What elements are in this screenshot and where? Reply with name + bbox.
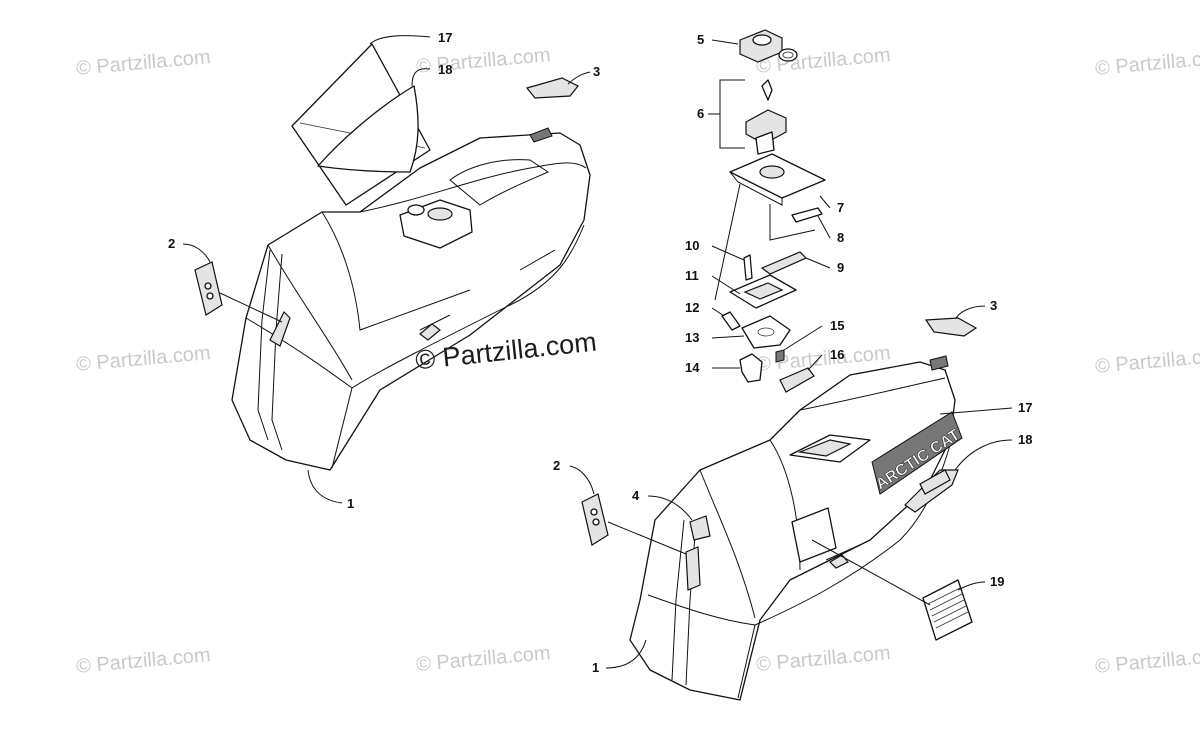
part-8-clip <box>791 207 823 223</box>
callout-17-bottom: 17 <box>1018 400 1032 415</box>
callout-8: 8 <box>837 230 844 245</box>
saddlebag-body-bottom <box>629 361 956 701</box>
callout-14: 14 <box>685 360 700 375</box>
part-12-spring <box>721 311 741 331</box>
callout-2-top: 2 <box>168 236 175 251</box>
part-2-bottom <box>581 493 609 546</box>
saddlebag-right-bottom: ARCTIC CAT <box>629 355 964 701</box>
decal-19 <box>922 579 973 641</box>
callout-12: 12 <box>685 300 699 315</box>
callout-7: 7 <box>837 200 844 215</box>
callout-2-bottom: 2 <box>553 458 560 473</box>
callout-10: 10 <box>685 238 699 253</box>
callout-1-bottom: 1 <box>592 660 599 675</box>
part-4 <box>689 515 711 541</box>
part-2-top <box>194 261 223 316</box>
part-15-screw <box>775 349 785 363</box>
callout-5: 5 <box>697 32 704 47</box>
lock-assembly <box>714 29 826 393</box>
callout-15: 15 <box>830 318 844 333</box>
part-10-pin <box>743 254 753 281</box>
part-13-gasket <box>741 315 791 349</box>
part-3-bottom <box>924 317 978 337</box>
callout-19: 19 <box>990 574 1004 589</box>
part-9-bracket <box>760 251 808 275</box>
callout-3-bottom: 3 <box>990 298 997 313</box>
callout-4: 4 <box>632 488 640 503</box>
callout-9: 9 <box>837 260 844 275</box>
part-14-latch <box>739 353 763 383</box>
part-3-top <box>525 77 579 99</box>
saddlebag-left-top <box>231 43 591 471</box>
part-6-housing <box>745 109 787 145</box>
callout-18-bottom: 18 <box>1018 432 1032 447</box>
saddlebag-body-top <box>231 132 591 471</box>
callout-13: 13 <box>685 330 699 345</box>
callout-17-top: 17 <box>438 30 452 45</box>
callout-18-top: 18 <box>438 62 452 77</box>
callout-6: 6 <box>697 106 704 121</box>
label-area <box>791 507 837 563</box>
callout-11: 11 <box>685 268 699 283</box>
callout-1-top: 1 <box>347 496 354 511</box>
part-16-pad <box>779 367 815 393</box>
callout-16: 16 <box>830 347 844 362</box>
callout-3-top: 3 <box>593 64 600 79</box>
decal-18-top <box>317 85 419 173</box>
